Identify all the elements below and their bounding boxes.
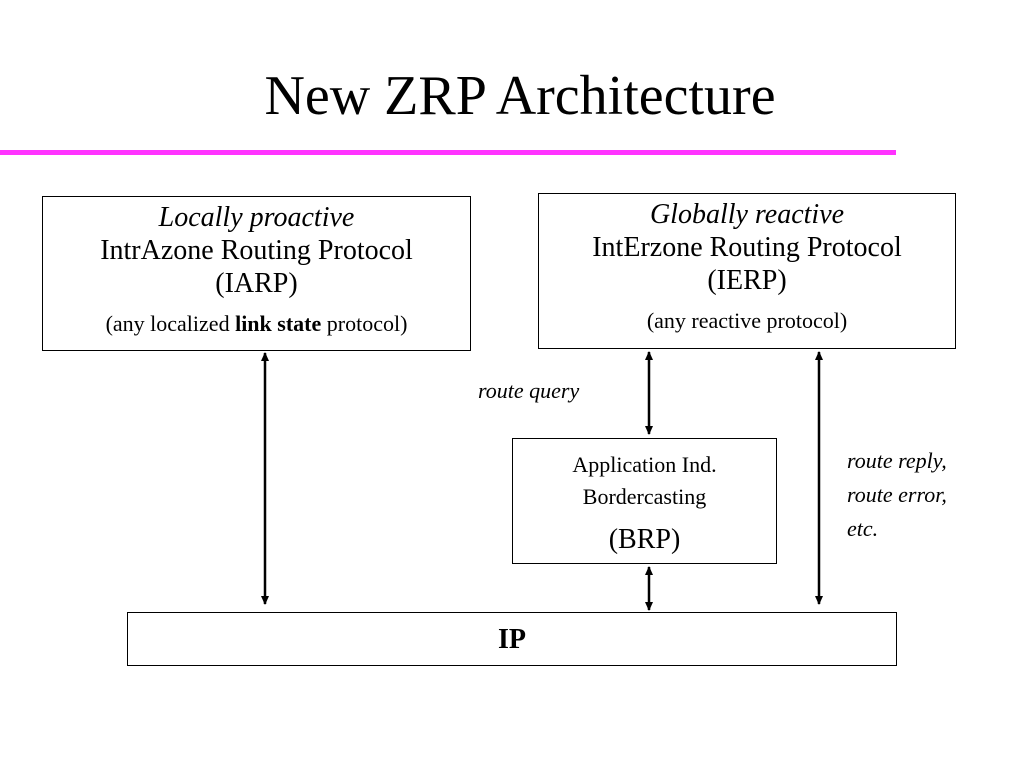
iarp-note-bold: link state (235, 311, 322, 336)
iarp-abbrev: (IARP) (215, 268, 298, 299)
ierp-mode-label: Globally reactive (649, 199, 845, 230)
brp-line-2: Bordercasting (582, 484, 707, 509)
ierp-box: Globally reactive IntErzone Routing Prot… (538, 193, 956, 349)
route-reply-line: route reply, (847, 448, 947, 473)
ierp-protocol-name: IntErzone Routing Protocol (592, 232, 902, 263)
route-error-line: route error, (847, 482, 947, 507)
brp-line-1: Application Ind. (572, 452, 717, 477)
brp-box: Application Ind. Bordercasting (BRP) (512, 438, 777, 564)
title-underline (0, 150, 896, 155)
ierp-abbrev: (IERP) (707, 265, 787, 296)
iarp-note: (any localized link state protocol) (43, 307, 470, 340)
route-reply-label: route reply, route error, etc. (847, 444, 947, 546)
iarp-note-suffix: protocol) (321, 311, 408, 336)
ip-label: IP (498, 624, 526, 655)
iarp-note-prefix: (any localized (105, 311, 236, 336)
route-query-label: route query (478, 378, 580, 403)
ip-box: IP (127, 612, 897, 666)
ierp-note: (any reactive protocol) (646, 308, 848, 333)
slide-title: New ZRP Architecture (264, 65, 776, 127)
iarp-protocol-name: IntrAzone Routing Protocol (100, 235, 413, 266)
brp-abbrev: (BRP) (608, 524, 681, 555)
iarp-mode-label: Locally proactive (158, 202, 355, 233)
iarp-box: Locally proactive IntrAzone Routing Prot… (42, 196, 471, 351)
etc-line: etc. (847, 516, 879, 541)
